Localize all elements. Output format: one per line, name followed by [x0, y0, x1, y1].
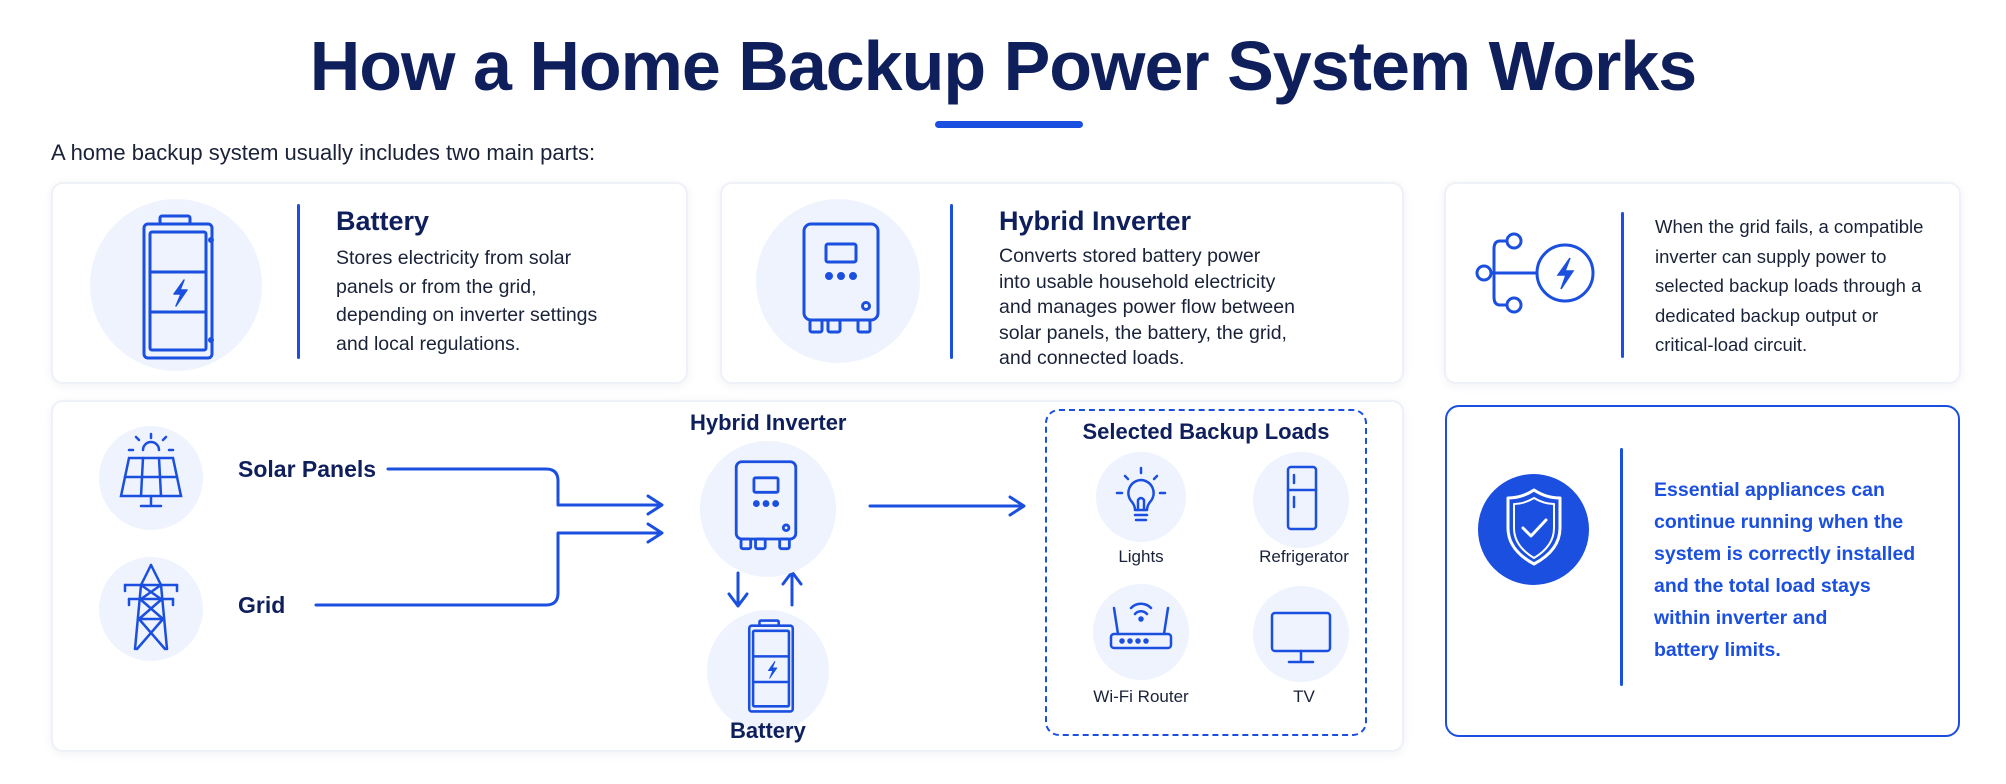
- light-bulb-icon: [1115, 466, 1167, 522]
- backup-loads-box: [1045, 409, 1367, 736]
- transmission-tower-icon: [123, 563, 179, 651]
- text-line: battery limits.: [1654, 639, 1781, 661]
- grid-arrow-head: [646, 522, 664, 544]
- text-line: When the grid fails, a compatible: [1655, 216, 1924, 237]
- flow-inverter-icon: [734, 460, 798, 551]
- inverter-card: Hybrid Inverter Converts stored battery …: [720, 182, 1404, 384]
- text-line: selected backup loads through a: [1655, 275, 1922, 296]
- text-line: panels or from the grid,: [336, 275, 537, 298]
- flow-inverter-icon-bg: [700, 441, 836, 577]
- battery-icon-bg: [90, 199, 262, 371]
- text-line: Converts stored battery power: [999, 245, 1261, 267]
- text-line: into usable household electricity: [999, 270, 1276, 293]
- battery-description: Stores electricity from solar panels or …: [336, 244, 597, 358]
- loads-arrow-head: [1008, 495, 1026, 517]
- battery-divider: [297, 204, 300, 359]
- solar-panel-icon: [119, 432, 183, 508]
- inverter-divider: [950, 204, 953, 359]
- text-line: and manages power flow between: [999, 296, 1295, 318]
- grid-label: Grid: [238, 592, 286, 618]
- grid-failure-card: When the grid fails, a compatible invert…: [1444, 182, 1961, 384]
- callout-divider: [1620, 448, 1623, 686]
- flow-battery-icon: [747, 619, 795, 713]
- text-line: depending on inverter settings: [336, 304, 598, 326]
- solar-panels-label: Solar Panels: [238, 456, 377, 482]
- text-line: Essential appliances can: [1654, 479, 1885, 501]
- text-line: within inverter and: [1654, 607, 1828, 629]
- grid-note-divider: [1621, 212, 1624, 358]
- text-line: inverter can supply power to: [1655, 245, 1887, 267]
- load-label-tv: TV: [1293, 687, 1315, 706]
- flow-inverter-label: Hybrid Inverter: [690, 410, 847, 435]
- text-line: solar panels, the battery, the grid,: [999, 321, 1287, 344]
- flow-battery-label: Battery: [730, 718, 806, 743]
- text-line: and local regulations.: [336, 332, 521, 355]
- load-label-wifi-router: Wi-Fi Router: [1093, 687, 1189, 706]
- callout-text: Essential appliances can continue runnin…: [1654, 474, 1915, 666]
- power-flow-icon: [1475, 232, 1595, 314]
- text-line: and the total load stays: [1654, 575, 1871, 597]
- load-label-lights: Lights: [1118, 547, 1164, 566]
- shield-check-icon: [1506, 488, 1562, 566]
- shield-icon-bg: [1478, 474, 1589, 585]
- solar-to-inverter-line: [386, 467, 662, 507]
- page-title: How a Home Backup Power System Works: [309, 27, 1698, 105]
- battery-to-inverter-arrow: [781, 570, 803, 607]
- text-line: continue running when the: [1654, 511, 1904, 533]
- inverter-icon: [802, 222, 880, 334]
- wifi-router-icon: [1109, 602, 1173, 650]
- battery-icon: [142, 214, 214, 360]
- refrigerator-icon: [1286, 465, 1318, 531]
- inverter-to-battery-arrow: [727, 571, 749, 608]
- inverter-icon-bg: [756, 199, 920, 363]
- tv-icon-bg: [1253, 586, 1349, 682]
- grid-failure-note: When the grid fails, a compatible invert…: [1655, 212, 1923, 360]
- solar-arrow-head: [646, 494, 664, 516]
- battery-card: Battery Stores electricity from solar pa…: [51, 182, 688, 384]
- text-line: dedicated backup output or: [1655, 304, 1879, 326]
- battery-title: Battery: [336, 206, 430, 236]
- text-line: critical-load circuit.: [1655, 334, 1808, 355]
- inverter-title: Hybrid Inverter: [999, 206, 1192, 236]
- tv-icon: [1270, 611, 1332, 664]
- title-underline: [935, 121, 1083, 128]
- inverter-description: Converts stored battery power into usabl…: [999, 244, 1295, 372]
- grid-to-inverter-line: [314, 531, 662, 607]
- intro-text: A home backup system usually includes tw…: [51, 140, 596, 165]
- backup-loads-title: Selected Backup Loads: [1082, 419, 1330, 444]
- text-line: and connected loads.: [999, 347, 1185, 369]
- router-icon-bg: [1093, 584, 1189, 680]
- load-label-refrigerator: Refrigerator: [1259, 547, 1349, 566]
- text-line: system is correctly installed: [1654, 543, 1916, 565]
- text-line: Stores electricity from solar: [336, 247, 572, 269]
